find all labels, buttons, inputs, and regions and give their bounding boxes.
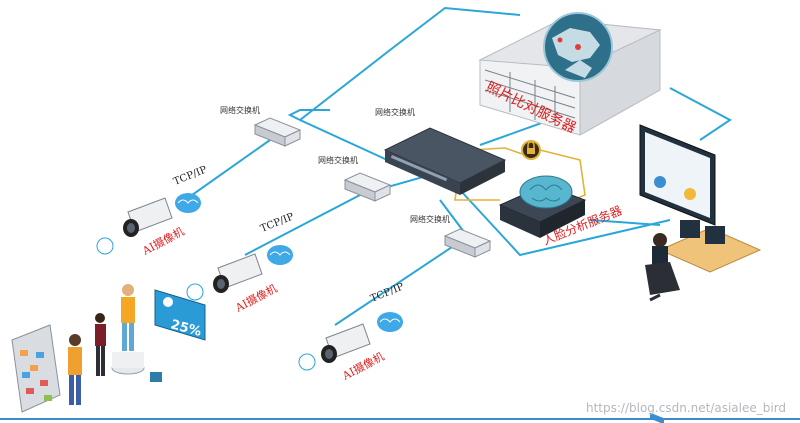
globe-icon [543, 12, 613, 82]
brain-icon-cam3 [377, 312, 403, 332]
line-switch1-cam1 [184, 139, 271, 201]
camera-2-label: AI摄像机 [232, 281, 279, 315]
line-top [299, 6, 521, 121]
line-server-monitor [669, 87, 732, 141]
camera-1-label: AI摄像机 [139, 224, 186, 258]
shopper-icon [68, 284, 162, 405]
tcp-3-label: TCP/IP [369, 281, 406, 304]
line-core-workstation [459, 189, 671, 257]
watermark-text: https://blog.csdn.net/asialee_bird [586, 401, 786, 415]
brain-icon-cam1 [175, 193, 201, 213]
line-analysis-workstation [589, 219, 661, 226]
camera-icon-1 [96, 197, 173, 255]
switch-3-label: 网络交换机 [410, 214, 450, 224]
line-switch2-cam2 [244, 194, 361, 256]
switch-1-label: 网络交换机 [220, 105, 260, 115]
brain-icon-cam2 [267, 245, 293, 265]
camera-icon-3 [298, 323, 371, 371]
monitor-icon [639, 124, 716, 423]
shelf-icon [11, 324, 61, 413]
operator-icon [645, 220, 762, 302]
network-switch-icon-1 [253, 117, 302, 147]
switch-2-label: 网络交换机 [318, 155, 358, 165]
camera-icon-2 [186, 253, 263, 301]
line-switch1-top [287, 109, 330, 121]
sale-screen-icon: 25% [154, 289, 206, 341]
switch-main-label: 网络交换机 [375, 107, 415, 117]
network-switch-icon-core [383, 127, 507, 195]
network-switch-icon-3 [443, 228, 492, 258]
camera-3-label: AI摄像机 [339, 349, 386, 383]
brain-icon [519, 175, 573, 209]
tcp-1-label: TCP/IP [172, 164, 209, 187]
network-switch-icon-2 [343, 172, 392, 202]
line-switch3-cam3 [334, 244, 456, 326]
lock-icon [521, 140, 541, 160]
